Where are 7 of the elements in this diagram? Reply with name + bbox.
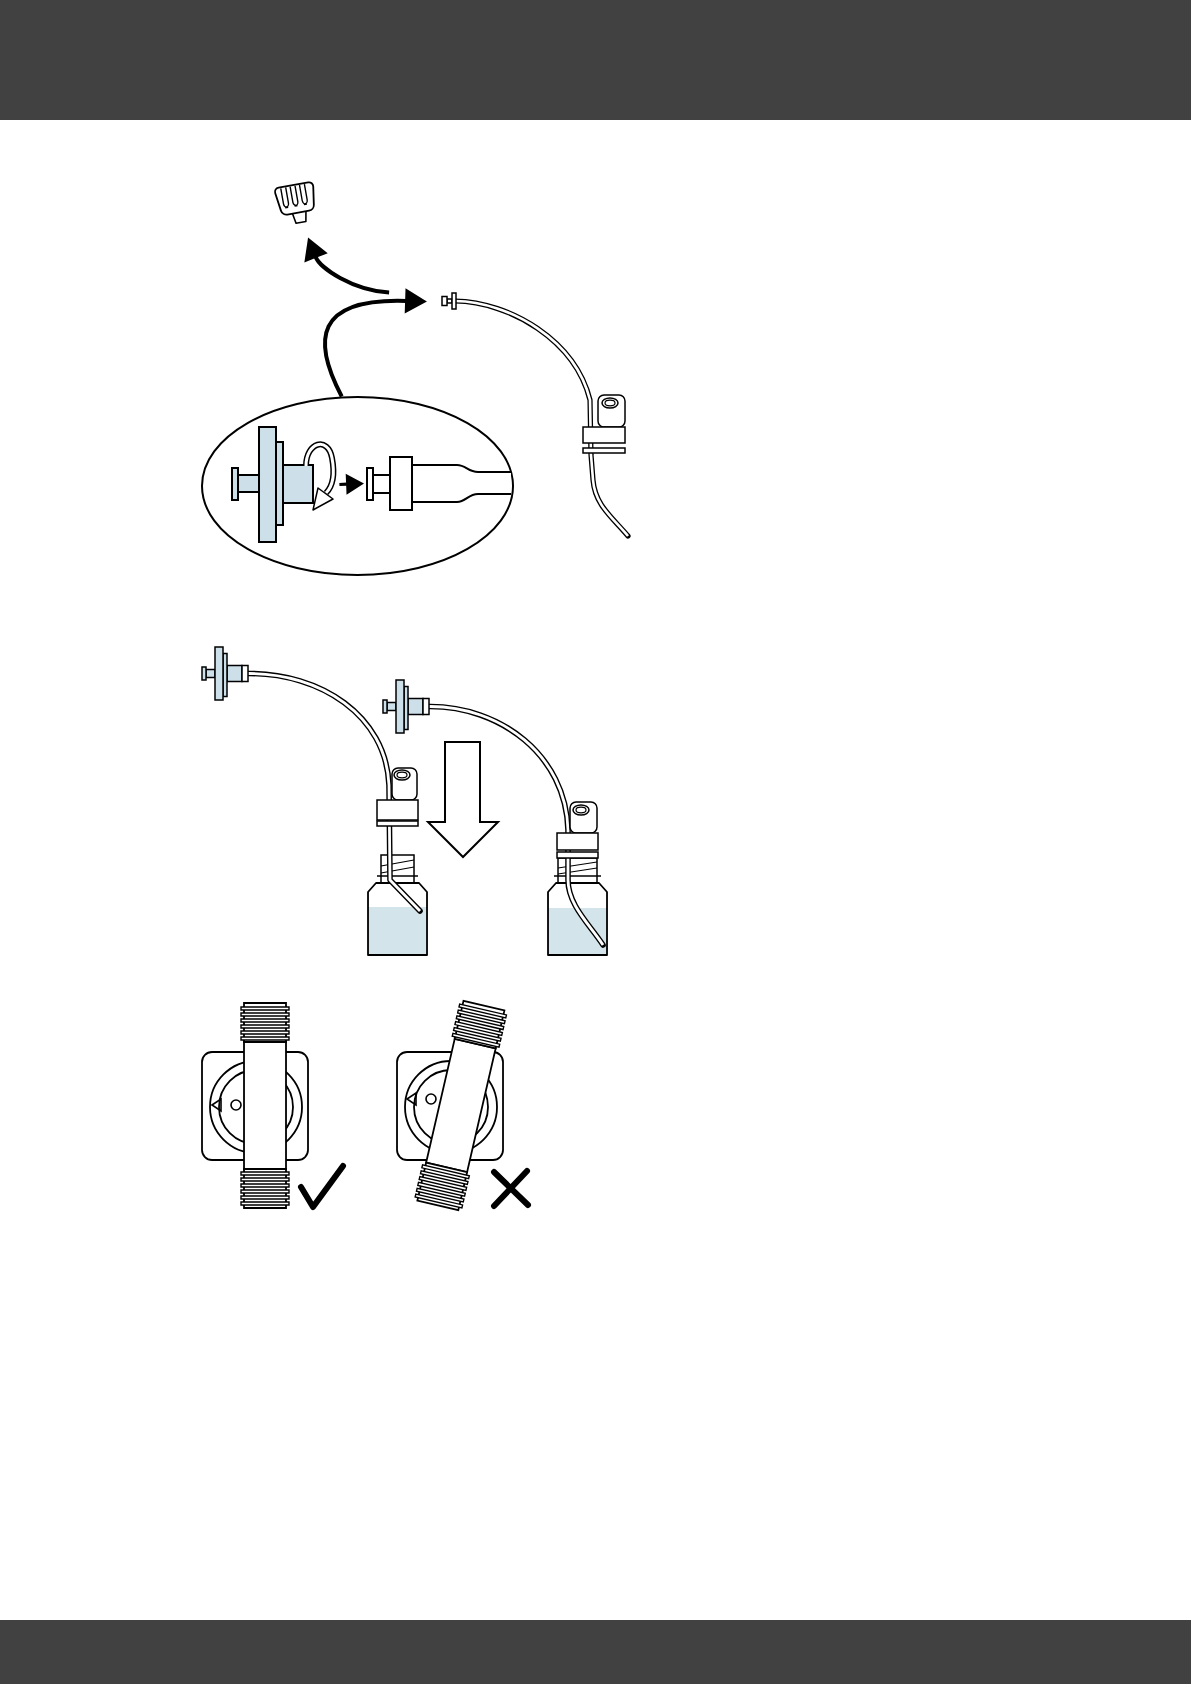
twisting-filter-drawing xyxy=(231,426,337,543)
bottle-assembly-drawing xyxy=(201,646,428,956)
bottle-assembly-drawing xyxy=(382,679,608,956)
tubing-drawing xyxy=(441,292,631,539)
inset-oval xyxy=(201,396,514,576)
cap xyxy=(274,181,315,224)
tube-connector xyxy=(366,456,512,511)
